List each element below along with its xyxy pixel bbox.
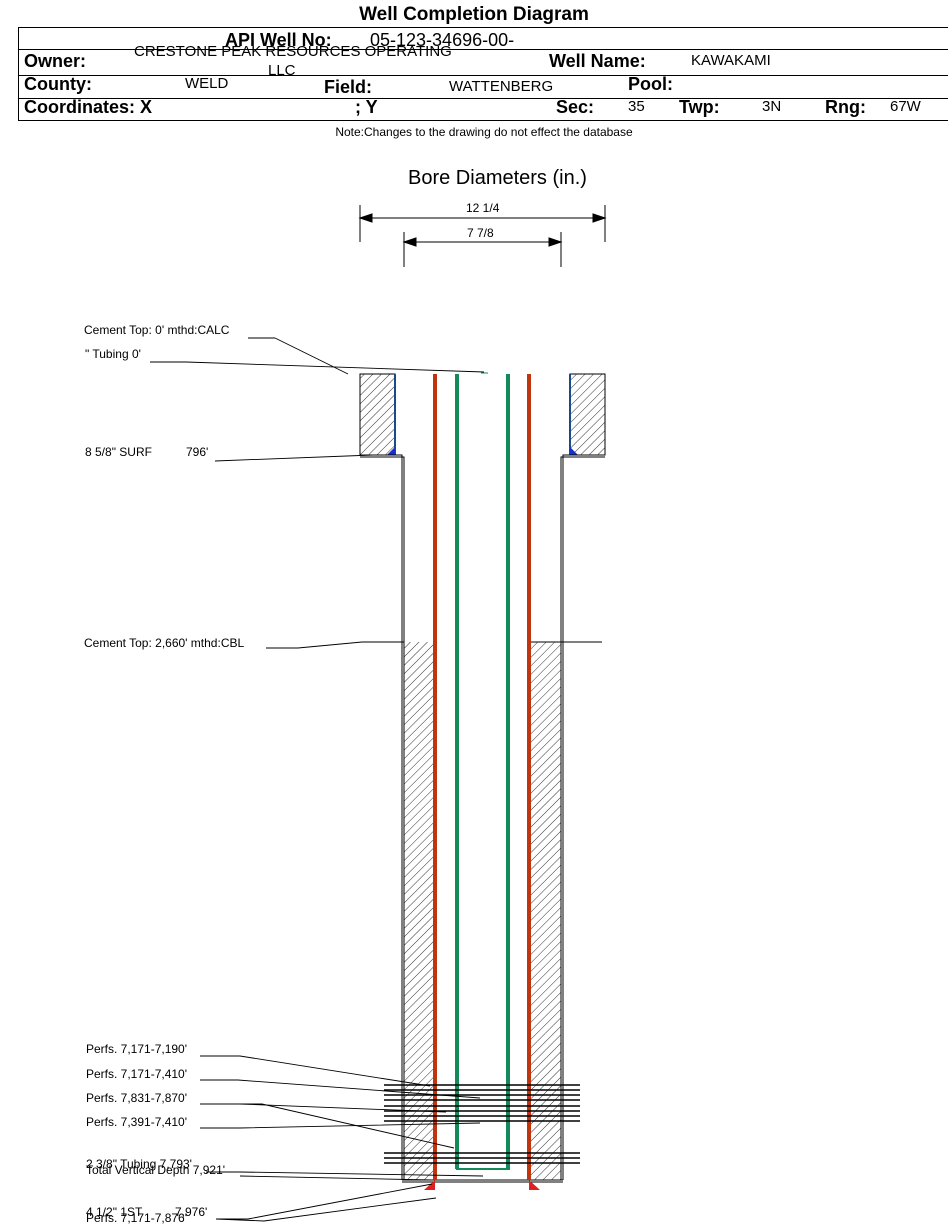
production-shoe-left <box>424 1180 435 1190</box>
production-casing-label: 4 1/2" 1ST <box>86 1205 143 1219</box>
well-name-label: Well Name: <box>549 51 646 71</box>
total-depth-label: Total Vertical Depth 7,921' <box>86 1163 226 1177</box>
api-value: 05-123-34696-00- <box>370 30 515 50</box>
tubing-bottom-label: 2 3/8" Tubing 7,793' <box>86 1157 192 1171</box>
api-label: API Well No: <box>225 30 332 50</box>
surface-cement-right <box>569 373 606 456</box>
surface-casing-label: 8 5/8" SURF <box>85 445 152 459</box>
production-casing-left <box>433 374 437 1180</box>
bore-inner-diameter: 7 7/8 <box>467 226 494 240</box>
owner-value: CRESTONE PEAK RESOURCES OPERATING <box>134 43 452 60</box>
bore-outer-diameter: 12 1/4 <box>466 201 500 215</box>
perforation-bands <box>384 1084 580 1164</box>
production-casing-depth: 7,976' <box>175 1205 208 1219</box>
production-casing-right <box>527 374 531 1180</box>
tubing-top-label: " Tubing 0' <box>85 347 141 361</box>
database-note: Note:Changes to the drawing do not effec… <box>335 125 633 139</box>
rng-label: Rng: <box>825 97 866 117</box>
field-label: Field: <box>324 77 372 97</box>
borehole-wall <box>360 454 605 1183</box>
perforation-label: Perfs. 7,171-7,876' <box>86 1211 188 1225</box>
rng-value: 67W <box>890 98 921 115</box>
surface-shoe-left <box>387 447 395 455</box>
page-title: Well Completion Diagram <box>359 4 589 25</box>
surface-shoe-right <box>570 447 578 455</box>
y-label: ; Y <box>355 97 378 117</box>
perforation-label: Perfs. 7,171-7,410' <box>86 1067 188 1081</box>
twp-label: Twp: <box>679 97 720 117</box>
bore-dimension-lines <box>358 205 607 267</box>
owner-label: Owner: <box>24 51 87 71</box>
bore-diameter-title: Bore Diameters (in.) <box>408 167 587 189</box>
well-name-value: KAWAKAMI <box>691 52 771 69</box>
cement-top-label: Cement Top: 2,660' mthd:CBL <box>84 636 245 650</box>
well-header-table <box>18 27 948 121</box>
perforation-label: Perfs. 7,391-7,410' <box>86 1115 188 1129</box>
twp-value: 3N <box>762 98 782 115</box>
tubing-left <box>455 374 459 1169</box>
header-divider <box>19 49 948 50</box>
perforation-label: Perfs. 7,171-7,190' <box>86 1042 188 1056</box>
coordinates-label: Coordinates: X <box>24 97 153 117</box>
county-value: WELD <box>185 75 229 92</box>
owner-value-continued: LLC <box>268 62 296 79</box>
header-divider <box>19 98 948 99</box>
header-divider <box>19 75 948 76</box>
surface-casing-depth: 796' <box>186 445 209 459</box>
sec-label: Sec: <box>556 97 595 117</box>
pool-label: Pool: <box>628 74 673 94</box>
field-value: WATTENBERG <box>449 78 554 95</box>
sec-value: 35 <box>628 98 645 115</box>
cement-top-label: Cement Top: 0' mthd:CALC <box>84 323 230 337</box>
tubing-right <box>506 374 510 1169</box>
county-label: County: <box>24 74 92 94</box>
leader-lines <box>150 337 485 1222</box>
surface-cement-left <box>359 373 396 456</box>
perforation-label: Perfs. 7,831-7,870' <box>86 1091 188 1105</box>
production-shoe-right <box>529 1180 540 1190</box>
